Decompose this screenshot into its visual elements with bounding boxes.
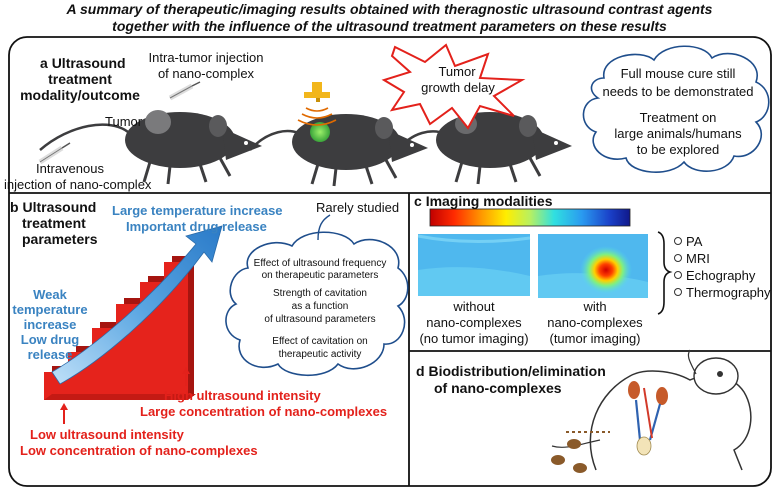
low-intensity-arrow-icon xyxy=(60,403,68,424)
panel-c-letter: c xyxy=(414,193,422,209)
weak-label-line5: release xyxy=(27,347,73,362)
bullet-icon xyxy=(674,237,682,245)
cloud-b-item2-line3: of ultrasound parameters xyxy=(264,314,376,325)
panel-a-heading-line1: Ultrasound xyxy=(51,55,126,71)
with-label-line2: nano-complexes xyxy=(547,315,643,330)
cloud-a-line4: large animals/humans xyxy=(614,126,742,141)
panel-a-letter: a xyxy=(40,55,48,71)
with-label-line3: (tumor imaging) xyxy=(549,331,641,346)
high-intensity-label-line1: High ultrasound intensity xyxy=(164,388,321,403)
panel-b-heading-line1: Ultrasound xyxy=(22,199,97,215)
cloud-a-line3: Treatment on xyxy=(639,110,717,125)
modality-item-pa: PA xyxy=(674,233,771,250)
growth-delay-line1: Tumor xyxy=(438,64,476,79)
modalities-brace xyxy=(657,231,673,315)
panel-d-heading-line1: Biodistribution/elimination xyxy=(428,363,606,379)
mouse-3-illustration xyxy=(397,112,572,185)
cloud-pointer xyxy=(317,214,331,241)
panel-d-letter: d xyxy=(416,363,425,379)
syringe-intratumor-icon xyxy=(168,81,201,101)
panel-a-heading: a Ultrasound xyxy=(40,55,126,71)
cloud-rarely-studied xyxy=(225,231,409,376)
panel-b-heading: b Ultrasound xyxy=(10,199,96,215)
bullet-icon xyxy=(674,254,682,262)
rarely-studied-label: Rarely studied xyxy=(316,200,400,215)
intratumor-label-line1: Intra-tumor injection xyxy=(148,50,264,65)
syringe-intravenous-icon xyxy=(38,142,71,165)
cloud-b-item2-line2: as a function xyxy=(291,301,349,312)
panel-a-heading-line2: treatment xyxy=(48,71,112,87)
modality-item-echography: Echography xyxy=(674,267,771,284)
intratumor-label-line2: of nano-complex xyxy=(157,66,255,81)
cloud-a-line1: Full mouse cure still xyxy=(620,66,736,81)
panel-c-heading-text: Imaging modalities xyxy=(425,193,553,209)
cloud-a-line5: to be explored xyxy=(636,142,720,157)
high-intensity-label-line2: Large concentration of nano-complexes xyxy=(140,404,388,419)
low-intensity-label-line1: Low ultrasound intensity xyxy=(30,427,184,442)
weak-label-line2: temperature xyxy=(12,302,88,317)
tumor-label: Tumor xyxy=(105,114,143,129)
figure-title-line1: A summary of therapeutic/imaging results… xyxy=(66,1,713,17)
modality-item-mri: MRI xyxy=(674,250,771,267)
cloud-b-item3-line2: therapeutic activity xyxy=(278,349,362,360)
without-label-line2: nano-complexes xyxy=(426,315,522,330)
figure-title-line2: together with the influence of the ultra… xyxy=(112,18,667,34)
bullet-icon xyxy=(674,271,682,279)
cloud-b-item2-line1: Strength of cavitation xyxy=(273,288,367,299)
colorbar-scale xyxy=(429,208,631,227)
increase-arrow-icon xyxy=(51,225,223,385)
panel-b-heading-line3: parameters xyxy=(22,231,98,247)
with-label-line1: with xyxy=(583,299,607,314)
growth-delay-burst xyxy=(381,43,526,130)
bullet-icon xyxy=(674,288,682,296)
growth-delay-line2: growth delay xyxy=(421,80,495,95)
high-intensity-arrow-icon xyxy=(182,367,190,386)
without-label-line3: (no tumor imaging) xyxy=(419,331,529,346)
weak-label-line3: increase xyxy=(23,317,77,332)
image-without-nanocomplexes xyxy=(417,234,531,296)
panel-d-heading: d Biodistribution/elimination xyxy=(416,363,606,379)
panel-b-letter: b xyxy=(10,199,19,215)
cloud-b-item1-line1: Effect of ultrasound frequency xyxy=(253,258,387,269)
cloud-b-item3-line1: Effect of cavitation on xyxy=(272,336,368,347)
panel-c-heading: c Imaging modalities xyxy=(414,193,553,209)
panel-b-heading-line2: treatment xyxy=(22,215,86,231)
panel-d-heading-line2: of nano-complexes xyxy=(434,380,562,396)
without-label-line1: without xyxy=(453,299,495,314)
modality-list: PA MRI Echography Thermography xyxy=(674,233,771,301)
weak-label-line4: Low drug xyxy=(20,332,80,347)
image-with-nanocomplexes xyxy=(538,234,648,298)
outer-frame xyxy=(8,36,772,487)
ultrasound-transducer-icon xyxy=(297,82,337,126)
large-temperature-label: Large temperature increase xyxy=(112,203,283,218)
intravenous-label-line1: Intravenous xyxy=(36,161,104,176)
mouse-2-illustration xyxy=(249,114,428,187)
cloud-b-item1-line2: on therapeutic parameters xyxy=(261,270,379,281)
mouse-anatomy-illustration xyxy=(551,349,752,473)
cloud-a-line2: needs to be demonstrated xyxy=(602,84,754,99)
cloud-outlook-a xyxy=(582,45,770,173)
intravenous-label-line2: injection of nano-complex xyxy=(4,177,152,192)
important-drug-label: Important drug release xyxy=(126,219,267,234)
weak-label-line1: Weak xyxy=(33,287,67,302)
panel-a-heading-line3: modality/outcome xyxy=(20,87,140,103)
modality-item-thermography: Thermography xyxy=(674,284,771,301)
mouse-1-illustration xyxy=(39,110,262,185)
low-intensity-label-line2: Low concentration of nano-complexes xyxy=(20,443,258,458)
